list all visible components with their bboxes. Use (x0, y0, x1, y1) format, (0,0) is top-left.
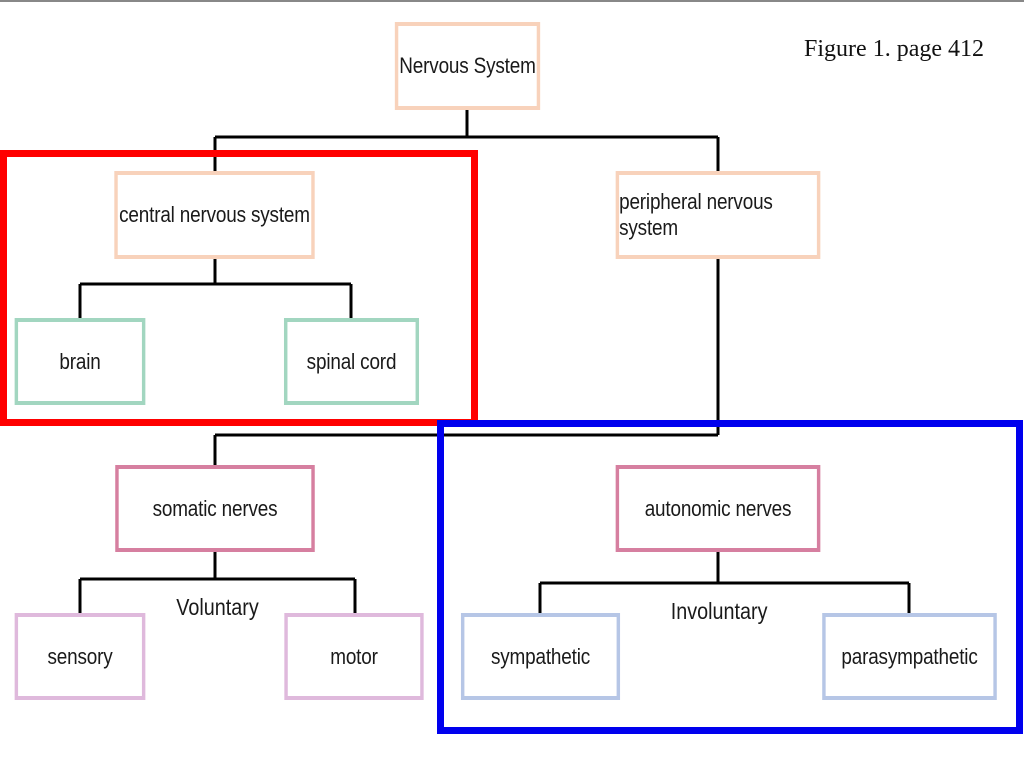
node-autonomic-nerves: autonomic nerves (615, 465, 821, 552)
node-peripheral-nervous-system: peripheral nervous system (615, 171, 821, 259)
label-involuntary: Involuntary (670, 598, 768, 624)
red-highlight-box (0, 150, 478, 426)
node-sensory: sensory (14, 613, 146, 700)
label-voluntary: Voluntary (176, 594, 259, 620)
node-central-nervous-system: central nervous system (114, 171, 315, 259)
node-nervous-system: Nervous System (394, 22, 541, 110)
blue-highlight-box (437, 420, 1023, 734)
node-somatic-nerves: somatic nerves (115, 465, 315, 552)
node-parasympathetic: parasympathetic (822, 613, 997, 700)
top-rule (0, 0, 1024, 2)
node-brain: brain (14, 318, 146, 405)
node-sympathetic: sympathetic (460, 613, 621, 700)
node-motor: motor (284, 613, 424, 700)
figure-caption: Figure 1. page 412 (804, 36, 984, 62)
node-spinal-cord: spinal cord (283, 318, 420, 405)
